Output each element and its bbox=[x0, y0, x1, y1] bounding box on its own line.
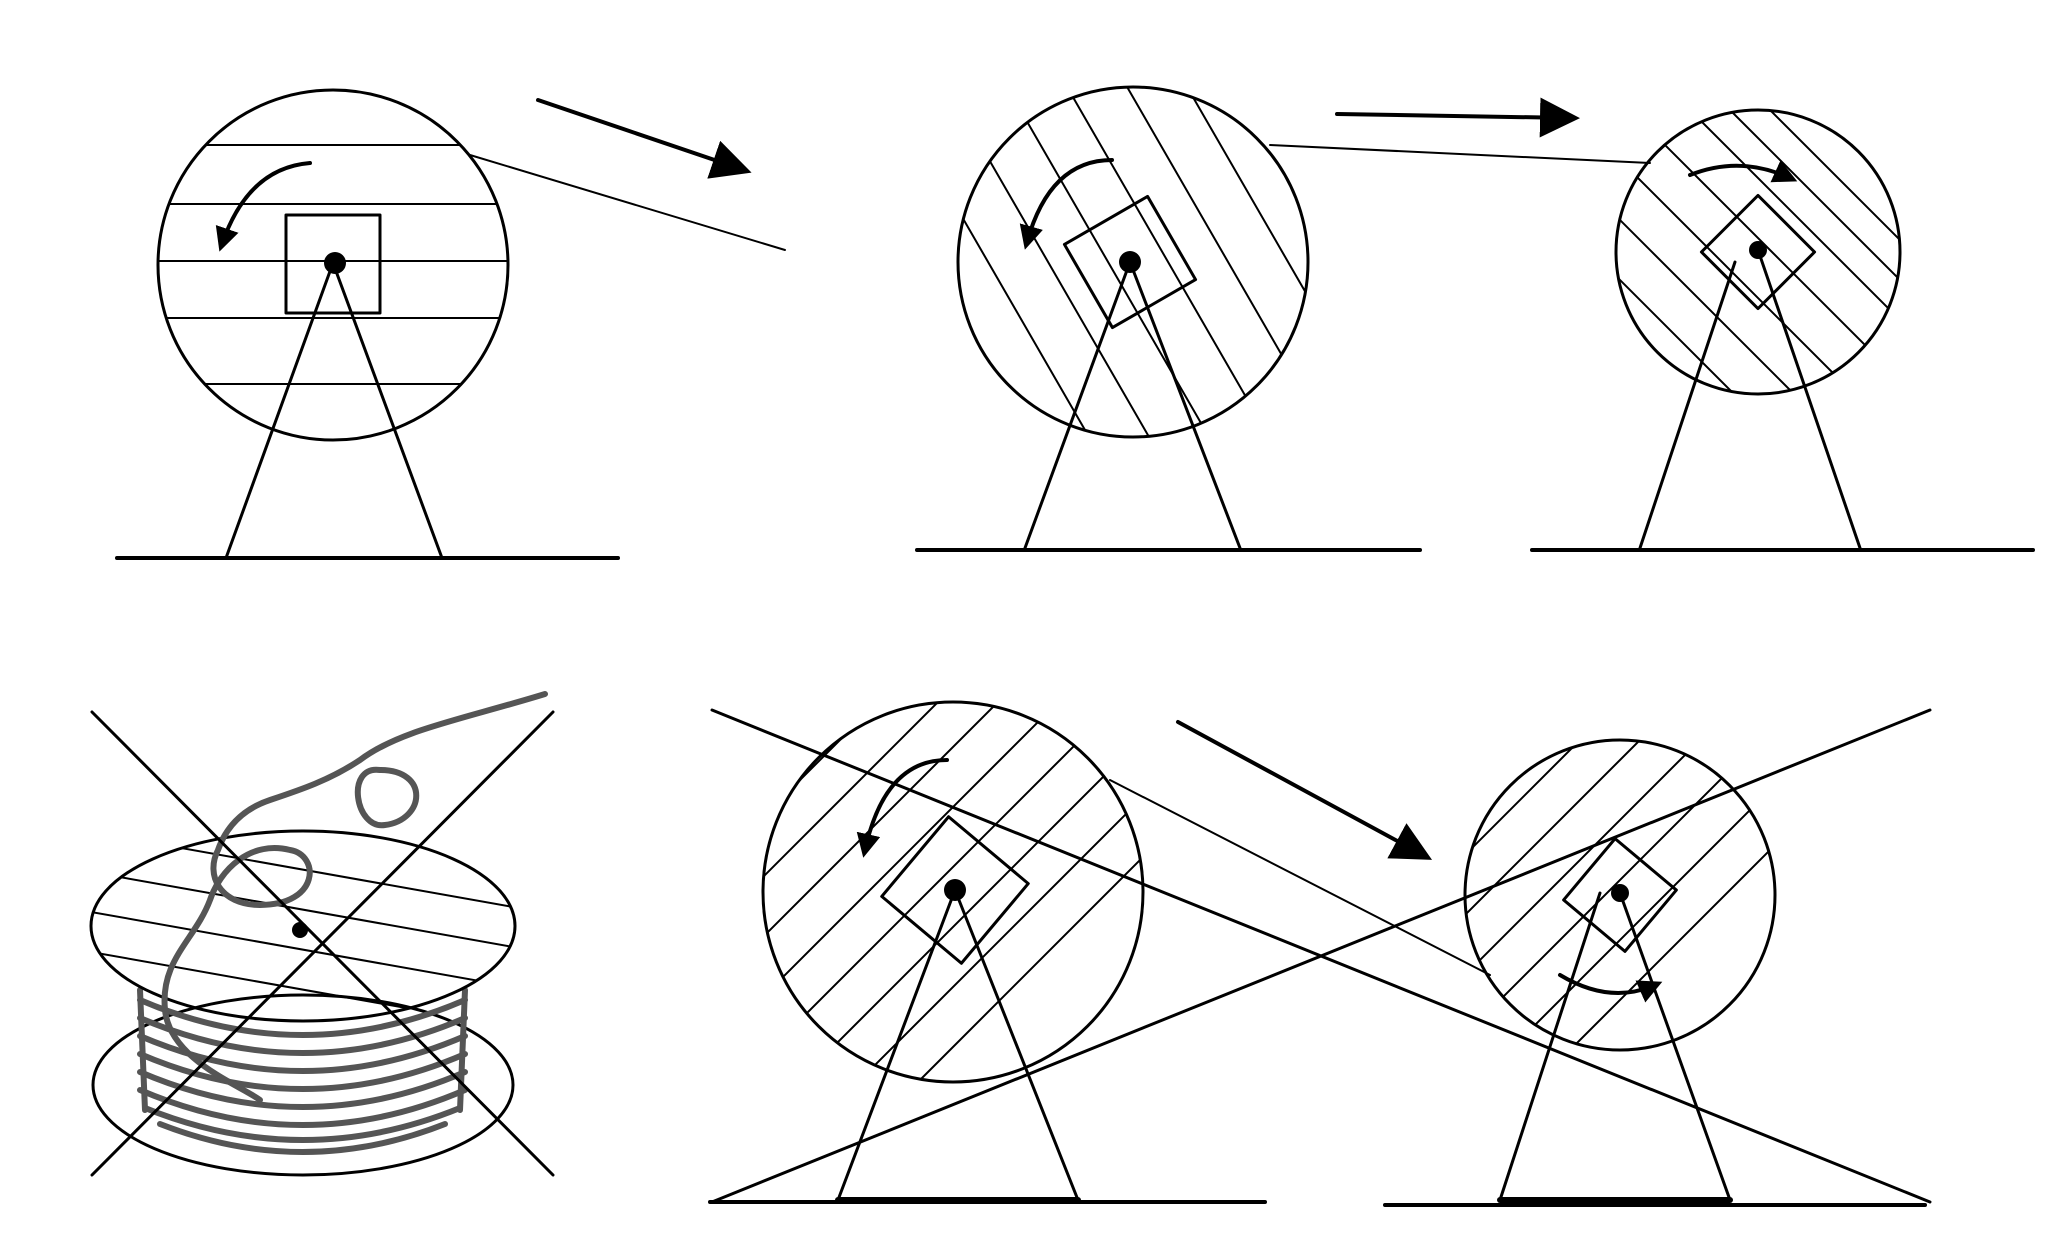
reel-winding-hatch bbox=[958, 87, 1308, 437]
spool-bottom-flange bbox=[91, 993, 515, 1177]
reel-correct-2b bbox=[1530, 108, 2035, 552]
reel-flange bbox=[956, 85, 1310, 439]
reel-stand bbox=[836, 888, 1080, 1202]
cross-out-line bbox=[710, 708, 1932, 1204]
reel-incorrect-a bbox=[708, 700, 1491, 1204]
cable-line bbox=[1109, 779, 1491, 976]
spool-coils bbox=[137, 987, 468, 1155]
cable-loop bbox=[354, 766, 420, 829]
direction-arrow-1 bbox=[536, 98, 752, 179]
spool-incorrect bbox=[89, 691, 555, 1177]
reel-hub bbox=[880, 815, 1030, 965]
reel-stand bbox=[1756, 248, 1862, 550]
rotation-ccw-arrow-icon bbox=[1019, 158, 1114, 250]
reel-hub bbox=[1062, 194, 1198, 330]
reel-hub bbox=[284, 213, 382, 315]
direction-arrow-2 bbox=[1335, 97, 1580, 138]
rotation-cw-arrow-icon bbox=[1558, 973, 1663, 1003]
reel-incorrect-b bbox=[1383, 738, 1927, 1207]
reel-stand bbox=[1618, 891, 1732, 1202]
rotation-ccw-arrow-icon bbox=[856, 758, 949, 858]
reel-flange bbox=[1463, 738, 1777, 1052]
reel-stand bbox=[224, 261, 444, 560]
spool-axle bbox=[292, 922, 308, 938]
cable-line bbox=[469, 154, 786, 251]
reel-flange bbox=[761, 700, 1145, 1084]
spool-top-flange bbox=[89, 829, 517, 1023]
reel-winding-hatch bbox=[1616, 110, 1900, 394]
loose-cable-end bbox=[161, 691, 548, 1103]
reel-flange bbox=[1614, 108, 1902, 396]
reel-winding-hatch bbox=[763, 702, 1143, 1081]
reel-stand bbox=[1023, 260, 1242, 550]
cable-line bbox=[1269, 144, 1651, 164]
reel-correct-1 bbox=[115, 88, 786, 560]
reel-hub bbox=[1562, 837, 1678, 953]
reel-pair-cross-out bbox=[710, 708, 1932, 1204]
direction-arrow-3 bbox=[1176, 720, 1433, 860]
rotation-ccw-arrow-icon bbox=[215, 161, 312, 252]
rotation-cw-arrow-icon bbox=[1688, 160, 1798, 183]
reel-stand bbox=[1638, 260, 1737, 550]
reel-flange bbox=[156, 88, 510, 442]
cross-out-line bbox=[90, 710, 555, 1177]
reel-stand bbox=[1498, 891, 1602, 1202]
